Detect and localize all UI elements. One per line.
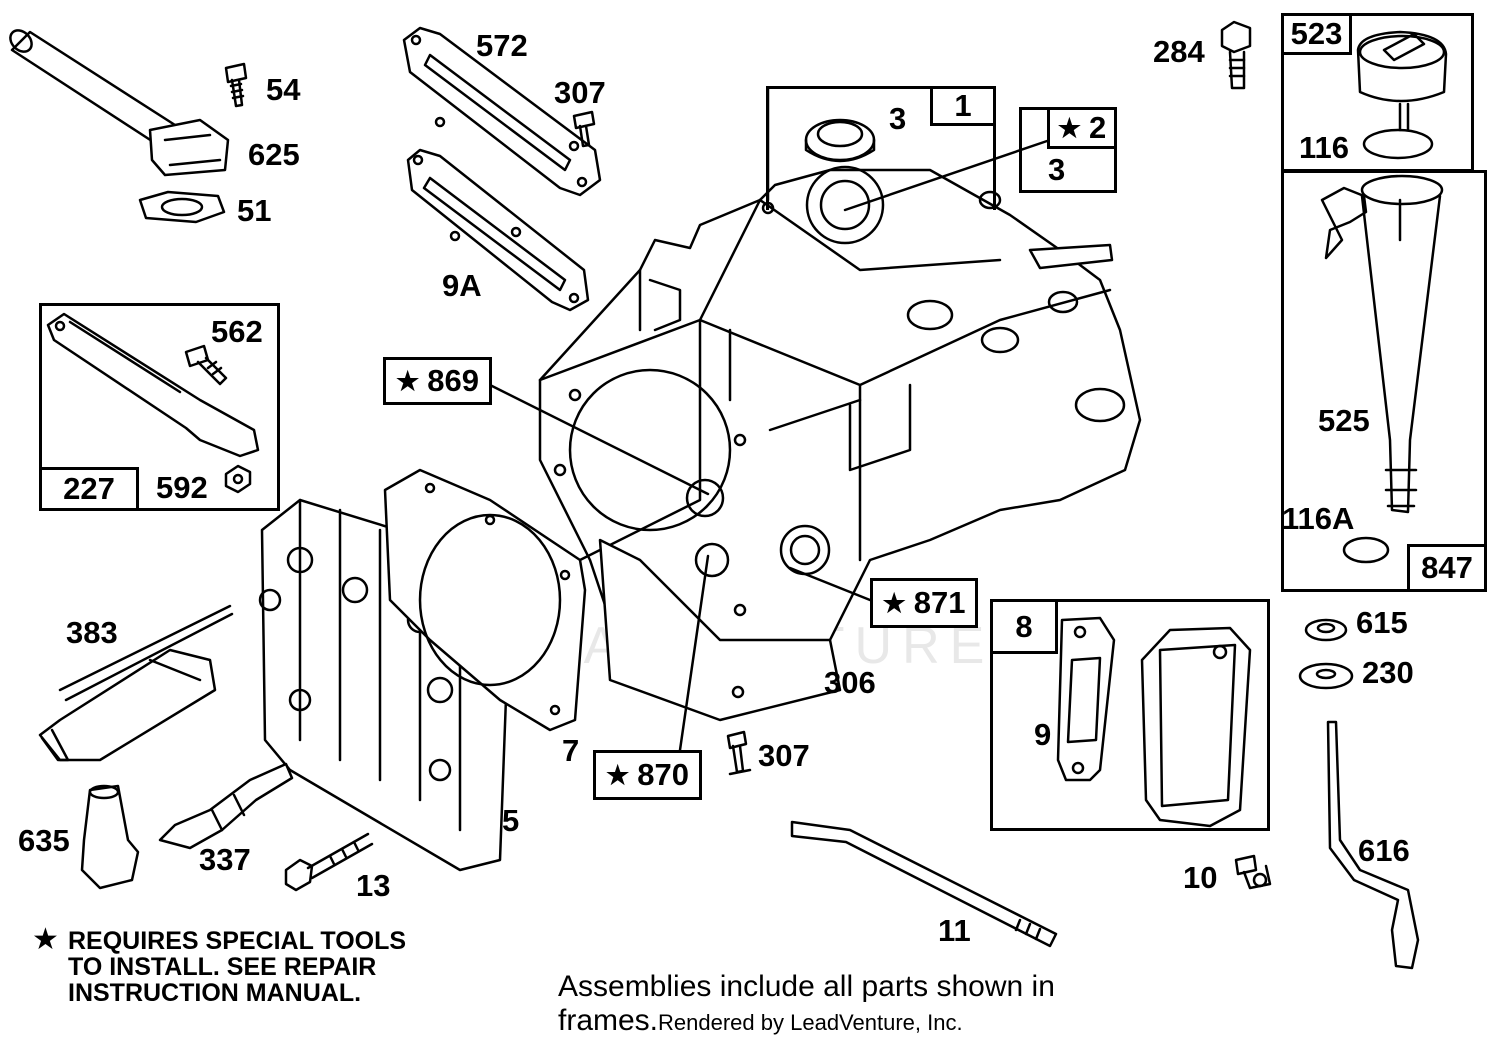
frame-seal-group [766, 86, 996, 210]
box-label-870-text: 870 [637, 757, 690, 792]
credit-text: Rendered by LeadVenture, Inc. [658, 1010, 963, 1035]
frame-2-3 [1019, 107, 1117, 193]
breather-plate-572-part [402, 26, 602, 197]
bolt-307-top-part [572, 110, 596, 148]
spark-plug-boot-635-part [80, 784, 140, 890]
bolt-10-part [1234, 854, 1272, 890]
callout-116: 116 [1299, 130, 1350, 165]
callout-635: 635 [18, 823, 70, 858]
callout-307-top: 307 [554, 75, 606, 110]
star-icon: ★ [395, 365, 420, 396]
plate-306-part [598, 538, 842, 722]
star-icon: ★ [882, 587, 906, 618]
callout-616: 616 [1358, 833, 1410, 868]
frame-governor [39, 303, 280, 511]
callout-10: 10 [1183, 860, 1218, 895]
callout-562: 562 [211, 314, 263, 349]
star-icon: ★ [605, 759, 630, 790]
note-line-2: TO INSTALL. SEE REPAIR [68, 953, 377, 981]
callout-7: 7 [562, 733, 580, 768]
callout-306: 306 [824, 665, 876, 700]
callout-337: 337 [199, 842, 251, 877]
gasket-9-part [1056, 616, 1116, 782]
breather-tube-625-part [9, 29, 230, 177]
callout-116a: 116A [1282, 501, 1355, 536]
box-label-227: 227 [39, 467, 139, 511]
dipstick-cap-523-part [1356, 30, 1448, 160]
governor-arm-part [46, 312, 260, 494]
callout-54: 54 [266, 72, 301, 107]
bolt-54-part [224, 62, 248, 108]
callout-5: 5 [502, 803, 520, 838]
callout-615: 615 [1356, 605, 1408, 640]
callout-9: 9 [1034, 717, 1052, 752]
callout-525: 525 [1318, 403, 1370, 438]
star-icon: ★ [1057, 112, 1082, 143]
cover-part [1140, 626, 1252, 828]
callout-592: 592 [156, 470, 208, 505]
footer-line-2: frames. [558, 1004, 659, 1037]
box-label-8: 8 [990, 599, 1058, 654]
box-label-869-text: 869 [427, 363, 480, 398]
box-label-1: 1 [930, 86, 996, 126]
bolt-307-bottom-part [726, 730, 752, 776]
callout-307-bottom: 307 [758, 738, 810, 773]
bolt-13-part [284, 832, 374, 892]
box-label-870: ★870 [593, 750, 702, 800]
gasket-51-part [138, 190, 226, 224]
washer-615-part [1304, 618, 1348, 642]
gasket-9a-part [406, 148, 590, 312]
box-label-871: ★871 [870, 578, 978, 628]
callout-13: 13 [356, 868, 391, 903]
frame-cover [990, 599, 1270, 831]
bolt-284-part [1220, 20, 1252, 90]
box-label-847: 847 [1407, 544, 1487, 592]
callout-11: 11 [938, 913, 971, 948]
crankcase-block-part [538, 165, 1142, 702]
assemblies-footer: Assemblies include all parts shown in fr… [558, 970, 1055, 1040]
footer-line-1: Assemblies include all parts shown in [558, 970, 1055, 1003]
frame-dipstick-tube [1281, 170, 1487, 592]
special-tools-note: REQUIRES SPECIAL TOOLS TO INSTALL. SEE R… [68, 928, 406, 1006]
callout-572: 572 [476, 28, 528, 63]
box-label-2: ★2 [1047, 107, 1117, 149]
washer-230-part [1298, 662, 1354, 690]
pipe-11-part [790, 820, 1058, 948]
box-label-871-text: 871 [913, 585, 966, 620]
callout-51: 51 [237, 193, 272, 228]
callout-625: 625 [248, 137, 300, 172]
note-line-3: INSTRUCTION MANUAL. [68, 979, 362, 1007]
callout-383: 383 [66, 615, 118, 650]
note-star-icon: ★ [32, 923, 59, 956]
dipstick-tube-525-part [1320, 174, 1444, 564]
part-383 [38, 604, 234, 762]
box-label-2-text: 2 [1089, 110, 1107, 145]
callout-3-seal: 3 [889, 101, 907, 136]
seal-3-part [804, 118, 876, 163]
box-label-523: 523 [1281, 13, 1352, 55]
callout-3-box: 3 [1048, 152, 1066, 187]
callout-9a: 9A [442, 268, 482, 303]
note-line-1: REQUIRES SPECIAL TOOLS [68, 927, 407, 955]
rod-616-part [1326, 720, 1420, 970]
head-gasket-7-part [383, 468, 587, 732]
callout-230: 230 [1362, 655, 1414, 690]
callout-284: 284 [1153, 34, 1205, 69]
box-label-869: ★869 [383, 357, 492, 405]
spark-plug-337-part [158, 762, 294, 850]
